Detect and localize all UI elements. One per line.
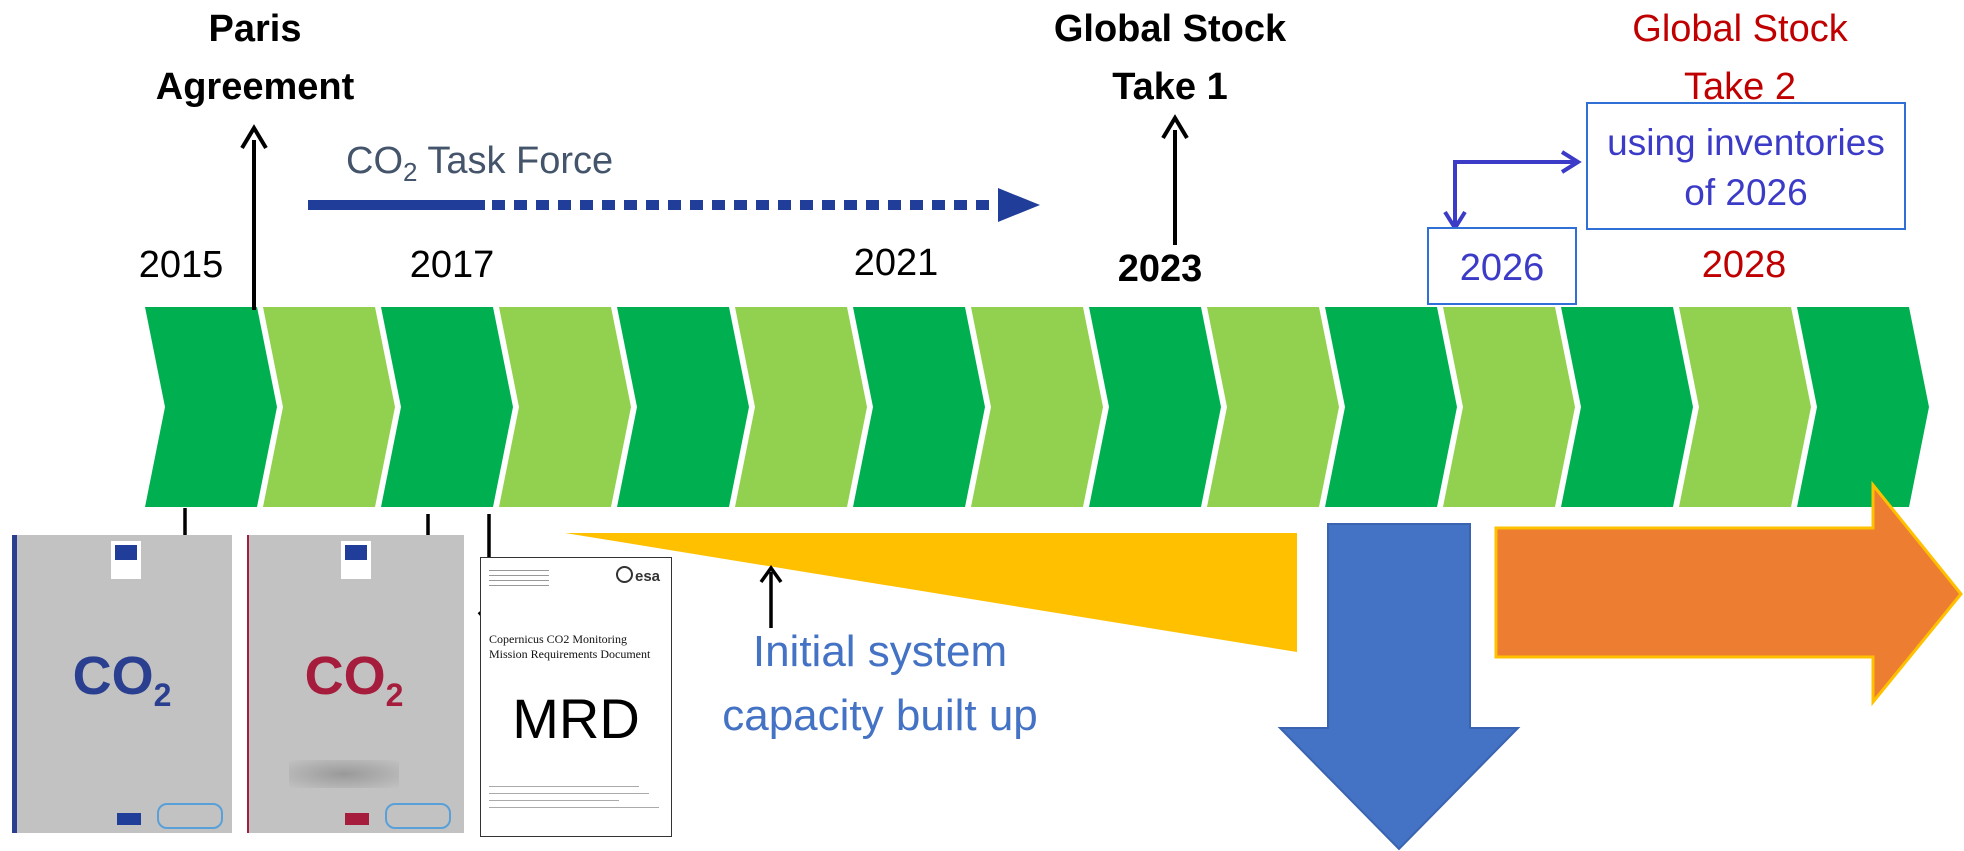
- chevron-segment: [617, 307, 749, 507]
- capacity-wedge: [565, 533, 1297, 652]
- year-2023: 2023: [1117, 248, 1203, 290]
- gst1-line-1: Global Stock: [1053, 8, 1287, 50]
- task-force-label: CO2 Task Force: [346, 140, 613, 188]
- mrd-big-label: MRD: [512, 687, 640, 750]
- task-force-text: Task Force: [417, 140, 614, 182]
- big-down-arrow: [1277, 523, 1521, 851]
- gst1-arrow-icon: [1161, 114, 1189, 245]
- mrd-title: Copernicus CO2 Monitoring Mission Requir…: [489, 632, 667, 662]
- chevron-segment: [1561, 307, 1693, 507]
- doc-footer-lines: [489, 780, 664, 808]
- mrd-title-line-1: Copernicus CO2 Monitoring: [489, 632, 627, 646]
- initial-capacity-label: Initial system capacity built up: [670, 620, 1090, 748]
- inventories-box: using inventories of 2026: [1586, 102, 1906, 230]
- co2-sub-1: 2: [153, 676, 172, 713]
- inventories-line-1: using inventories: [1607, 122, 1885, 163]
- chevron-segment: [1443, 307, 1575, 507]
- task-force-co: CO: [346, 140, 403, 182]
- chevron-segment: [1797, 307, 1929, 507]
- paris-line-2: Agreement: [155, 66, 355, 108]
- esa-logo-icon: esa: [616, 566, 660, 585]
- paris-line-1: Paris: [208, 8, 302, 50]
- chevron-segment: [853, 307, 985, 507]
- esa-text: esa: [635, 568, 661, 585]
- co2-title-2: CO2: [249, 645, 459, 714]
- inventories-line-2: of 2026: [1684, 172, 1808, 213]
- co2-text-2: CO: [304, 646, 386, 706]
- chevron-band: [145, 307, 1929, 507]
- chevron-segment: [145, 307, 277, 507]
- ec-logo-icon: [111, 541, 141, 579]
- chevron-segment: [735, 307, 867, 507]
- doc-header-lines: [489, 566, 549, 586]
- paris-arrow-icon: [240, 124, 268, 310]
- cover-flag-icon-2: [345, 813, 369, 825]
- paris-agreement-label: Paris Agreement: [110, 0, 400, 116]
- chevron-segment: [1089, 307, 1221, 507]
- co2-text-1: CO: [72, 646, 154, 706]
- task-force-sub: 2: [403, 157, 418, 187]
- cover-shadow: [289, 760, 399, 788]
- gst1-label: Global Stock Take 1: [1020, 0, 1320, 116]
- gst2-label: Global Stock Take 2: [1590, 0, 1890, 116]
- copernicus-logo-icon: [157, 803, 223, 829]
- co2-title-1: CO2: [17, 645, 227, 714]
- bent-connector-icon: [1443, 150, 1582, 232]
- mrd-document: esa Copernicus CO2 Monitoring Mission Re…: [480, 557, 672, 837]
- initial-line-1: Initial system: [752, 627, 1008, 676]
- gst2-line-1: Global Stock: [1632, 8, 1848, 50]
- year-2017: 2017: [409, 244, 495, 286]
- mrd-title-line-2: Mission Requirements Document: [489, 647, 651, 661]
- task-force-arrow-icon: [308, 188, 1040, 222]
- co2-report-cover-1: CO2: [12, 535, 232, 833]
- co2-sub-2: 2: [385, 676, 404, 713]
- year-2026: 2026: [1427, 227, 1577, 305]
- year-2015: 2015: [138, 244, 224, 286]
- year-2021: 2021: [853, 242, 939, 284]
- chevron-segment: [1325, 307, 1457, 507]
- big-right-arrow: [1494, 480, 1963, 707]
- chevron-segment: [1679, 307, 1811, 507]
- chevron-segment: [499, 307, 631, 507]
- cover-flag-icon: [117, 813, 141, 825]
- ec-logo-icon-2: [341, 541, 371, 579]
- gst2-line-2: Take 2: [1684, 66, 1796, 108]
- copernicus-logo-icon-2: [385, 803, 451, 829]
- chevron-segment: [1207, 307, 1339, 507]
- gst1-line-2: Take 1: [1112, 66, 1228, 108]
- year-2028: 2028: [1701, 244, 1787, 286]
- chevron-segment: [263, 307, 395, 507]
- co2-report-cover-2: CO2: [247, 535, 464, 833]
- initial-line-2: capacity built up: [722, 691, 1038, 740]
- chevron-segment: [381, 307, 513, 507]
- initial-arrow-icon: [759, 564, 783, 628]
- chevron-segment: [971, 307, 1103, 507]
